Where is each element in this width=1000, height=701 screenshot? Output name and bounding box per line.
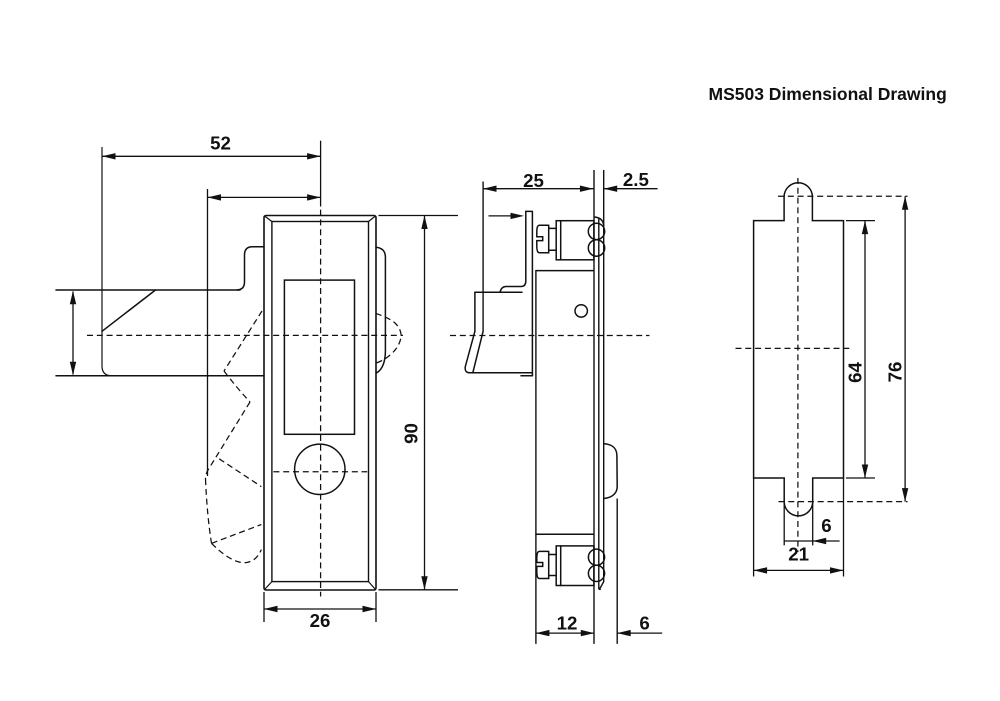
svg-text:90: 90 <box>401 423 422 444</box>
svg-text:64: 64 <box>845 362 866 383</box>
svg-text:25: 25 <box>523 170 544 191</box>
svg-text:52: 52 <box>210 132 231 153</box>
svg-text:6: 6 <box>821 515 831 536</box>
svg-text:MS503 Dimensional Drawing: MS503 Dimensional Drawing <box>709 84 947 104</box>
svg-text:12: 12 <box>557 612 578 633</box>
svg-text:21: 21 <box>788 543 809 564</box>
svg-text:26: 26 <box>310 610 331 631</box>
svg-text:2.5: 2.5 <box>623 169 649 190</box>
svg-text:6: 6 <box>639 612 649 633</box>
svg-text:76: 76 <box>885 362 906 383</box>
